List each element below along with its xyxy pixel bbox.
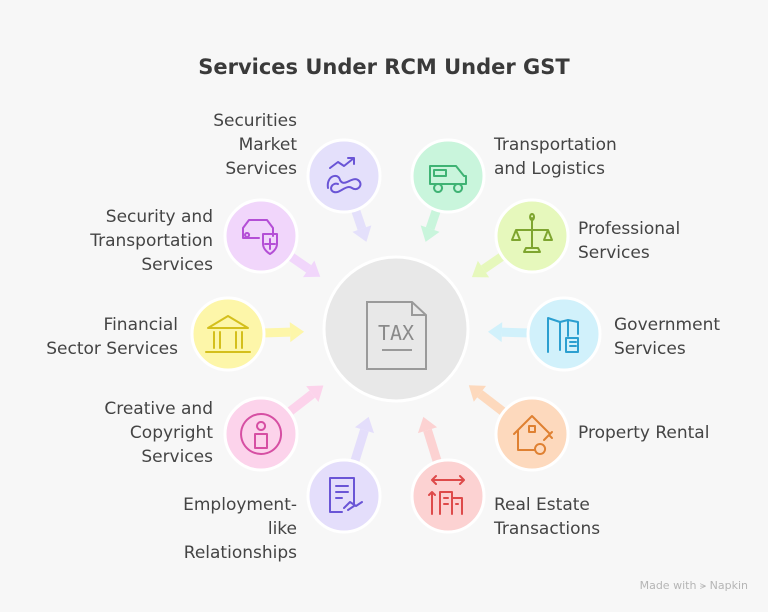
service-label-line: Services (614, 339, 686, 359)
government-building-icon (547, 317, 579, 353)
service-label-line: Security and (105, 207, 213, 227)
node-circle (526, 296, 602, 372)
service-label-line: like (267, 519, 297, 539)
service-label-line: Services (225, 159, 297, 179)
service-label-line: Copyright (129, 423, 213, 443)
service-node (223, 198, 321, 278)
napkin-credit: Made with ⪫ Napkin (640, 579, 748, 593)
center-hub: TAX (322, 255, 470, 403)
service-node (190, 296, 305, 372)
service-node (468, 385, 570, 472)
service-label-line: Government (614, 315, 721, 335)
bank-icon (205, 315, 251, 353)
service-node (471, 198, 570, 278)
van-icon (429, 165, 467, 193)
service-label-line: Transactions (494, 519, 601, 539)
service-label-line: Property Rental (578, 423, 710, 443)
napkin-logo-icon: ⪫ (699, 579, 707, 592)
node-circle (494, 396, 570, 472)
service-label: Property Rental (578, 421, 709, 445)
service-label-line: Services (578, 243, 650, 263)
service-node (487, 296, 602, 372)
service-label: Transportation and Logistics (494, 133, 617, 181)
service-label-line: and Logistics (494, 159, 605, 179)
person-circle-icon (240, 413, 282, 455)
service-label-line: Financial (103, 315, 178, 335)
service-label-line: Transportation (90, 231, 213, 251)
service-label-line: Market (238, 135, 297, 155)
service-label-line: Sector Services (46, 339, 178, 359)
tax-document-icon (366, 301, 427, 370)
service-label-line: Services (141, 447, 213, 467)
tax-label: TAX (378, 321, 414, 345)
scales-icon (511, 213, 553, 253)
center-circle (322, 255, 470, 403)
service-node (223, 385, 324, 472)
house-key-icon (513, 415, 553, 455)
made-with-text: Made with (639, 579, 697, 592)
service-node (306, 416, 382, 534)
service-label-line: Professional (578, 219, 681, 239)
car-shield-icon (242, 219, 278, 255)
service-label-line: Relationships (183, 543, 297, 563)
service-label-line: Employment- (183, 495, 297, 515)
node-circle (306, 458, 382, 534)
service-label-line: Transportation (494, 135, 617, 155)
service-label-line: Securities (213, 111, 297, 131)
arrow-icon (417, 416, 444, 469)
node-circle (306, 138, 382, 214)
service-node (410, 138, 486, 242)
service-node (306, 138, 382, 242)
node-circle (410, 458, 486, 534)
contract-handshake-icon (329, 477, 363, 513)
service-node (410, 416, 486, 534)
service-label-line: Creative and (104, 399, 213, 419)
stock-chart-icon (326, 157, 362, 194)
napkin-brand-text: Napkin (709, 579, 748, 592)
arrow-icon (348, 416, 375, 469)
node-circle (410, 138, 486, 214)
service-label-line: Services (141, 255, 213, 275)
node-circle (223, 198, 299, 274)
diagram-title: Services Under RCM Under GST (198, 55, 570, 79)
node-circle (190, 296, 266, 372)
service-label-line: Real Estate (494, 495, 590, 515)
buildings-icon (428, 475, 465, 515)
